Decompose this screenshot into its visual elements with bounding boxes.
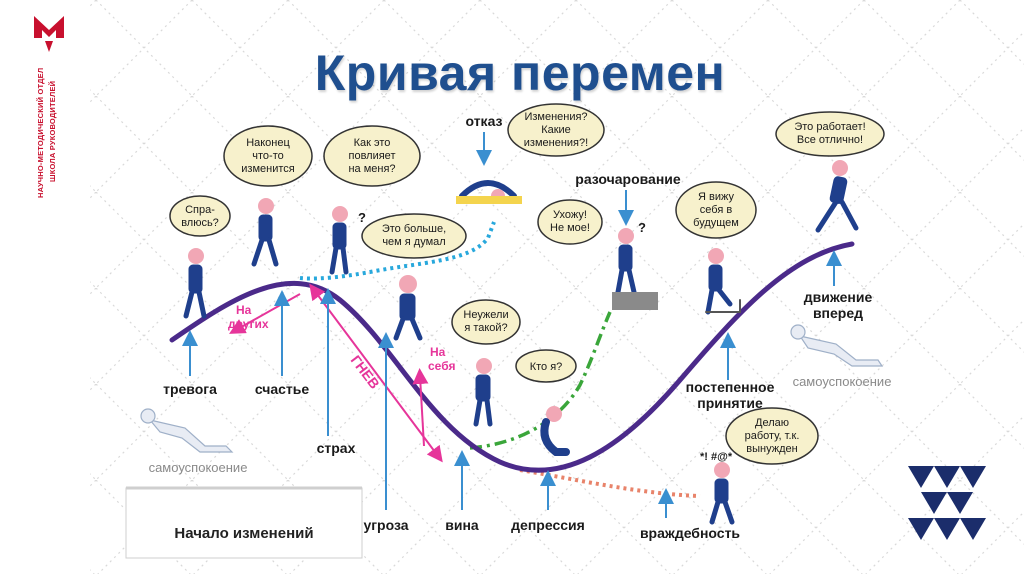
svg-text:Делаю: Делаю	[755, 417, 789, 429]
figure-happiness	[251, 198, 279, 267]
denial-path-dotted	[299, 221, 496, 281]
svg-text:будущем: будущем	[693, 217, 739, 229]
reclining-figure-right	[790, 324, 884, 367]
label-depression: депрессия	[511, 517, 585, 533]
figures	[183, 160, 859, 525]
bubble-who-am-i: Кто я?	[515, 349, 577, 383]
bubble-forced-work: Делаю работу, т.к. вынужден	[725, 407, 819, 465]
label-on-self-2: себя	[428, 359, 455, 373]
svg-text:Это работает!: Это работает!	[794, 121, 865, 133]
svg-text:изменится: изменится	[241, 163, 295, 175]
brand-logo-icon	[34, 16, 64, 52]
svg-text:изменения?!: изменения?!	[524, 137, 588, 149]
svg-text:Спрa-: Спрa-	[185, 204, 215, 216]
bubble-what-changes: Изменения? Какие изменения?!	[507, 103, 605, 157]
label-disillusionment: разочарование	[575, 171, 681, 187]
reclining-figure-left	[140, 408, 234, 453]
stage-arrows	[182, 132, 842, 518]
svg-text:себя в: себя в	[700, 204, 733, 216]
label-on-others-1: На	[236, 303, 252, 317]
question-mark-fear: ?	[358, 210, 366, 225]
label-on-others-2: других	[228, 317, 269, 331]
label-anxiety: тревога	[163, 381, 217, 397]
rage-arrows: ГНЕВ На других На себя	[228, 283, 455, 463]
question-mark-disillusion: ?	[638, 220, 646, 235]
label-anger: ГНЕВ	[348, 352, 383, 392]
label-gradual-1: постепенное	[686, 379, 775, 395]
curse-symbols: *! #@*	[700, 451, 733, 463]
svg-text:вынужден: вынужден	[746, 443, 797, 455]
svg-text:Я вижу: Я вижу	[698, 191, 734, 203]
figure-acceptance	[705, 248, 741, 315]
bubble-am-i-like-that: Неужели я такой?	[451, 299, 521, 345]
svg-text:работу, т.к.: работу, т.к.	[745, 430, 800, 442]
figure-disillusionment	[612, 228, 658, 310]
label-fear: страх	[317, 440, 356, 456]
change-curve-line	[169, 241, 855, 473]
figure-denial	[456, 180, 522, 204]
figure-depression	[540, 406, 570, 456]
label-gradual-2: принятие	[697, 395, 763, 411]
figure-threat	[393, 275, 423, 341]
svg-text:чем я думал: чем я думал	[382, 236, 445, 248]
stage-labels: тревога счастье страх угроза вина депрес…	[163, 113, 872, 541]
label-hostility: враждебность	[640, 525, 740, 541]
start-of-change-label: Начало изменений	[174, 525, 313, 542]
start-of-change-box: Начало изменений	[125, 486, 363, 559]
svg-text:повлияет: повлияет	[349, 150, 396, 162]
bubble-see-future: Я вижу себя в будущем	[675, 181, 757, 239]
bubble-finally-change: Наконец что-то изменится	[223, 125, 313, 187]
svg-text:что-то: что-то	[252, 150, 283, 162]
label-moving-1: движение	[804, 289, 873, 305]
svg-text:влюсь?: влюсь?	[181, 217, 219, 229]
svg-text:Изменения?: Изменения?	[524, 111, 587, 123]
thought-bubbles: Спрa- влюсь? Наконец что-то изменится Ка…	[169, 103, 885, 465]
figure-guilt	[473, 358, 493, 427]
figure-fear	[329, 206, 349, 275]
bubble-leaving: Ухожу! Не мое!	[537, 199, 603, 245]
disillusion-path-dashdot	[469, 311, 612, 450]
svg-text:Не мое!: Не мое!	[550, 222, 590, 234]
label-moving-2: вперед	[813, 305, 863, 321]
bubble-how-affect: Как это повлияет на меня?	[323, 125, 421, 187]
svg-text:на меня?: на меня?	[348, 163, 395, 175]
label-happiness: счастье	[255, 381, 310, 397]
bubble-bigger-than-thought: Это больше, чем я думал	[361, 213, 467, 259]
page-title: Кривая перемен	[314, 45, 726, 101]
svg-text:Это больше,: Это больше,	[382, 223, 446, 235]
svg-text:Неужели: Неужели	[463, 309, 508, 321]
svg-text:я такой?: я такой?	[464, 322, 507, 334]
svg-text:Какие: Какие	[541, 124, 571, 136]
bubble-it-works: Это работает! Все отлично!	[775, 111, 885, 157]
label-self-soothing-left: самоуспокоение	[149, 460, 248, 475]
svg-text:Как это: Как это	[354, 137, 391, 149]
svg-text:Ухожу!: Ухожу!	[553, 209, 587, 221]
label-denial: отказ	[466, 113, 503, 129]
label-on-self-1: На	[430, 345, 446, 359]
svg-text:Все отлично!: Все отлично!	[797, 134, 863, 146]
figure-moving-forward	[815, 160, 859, 233]
label-self-soothing-right: самоуспокоение	[793, 374, 892, 389]
bubble-will-cope: Спрa- влюсь?	[169, 195, 231, 237]
label-guilt: вина	[445, 517, 479, 533]
figure-hostility	[709, 462, 735, 525]
svg-text:Кто я?: Кто я?	[530, 361, 563, 373]
svg-text:Наконец: Наконец	[246, 137, 290, 149]
triangle-brand-icon	[908, 466, 986, 540]
figure-anxiety	[183, 248, 207, 319]
label-threat: угроза	[363, 517, 408, 533]
